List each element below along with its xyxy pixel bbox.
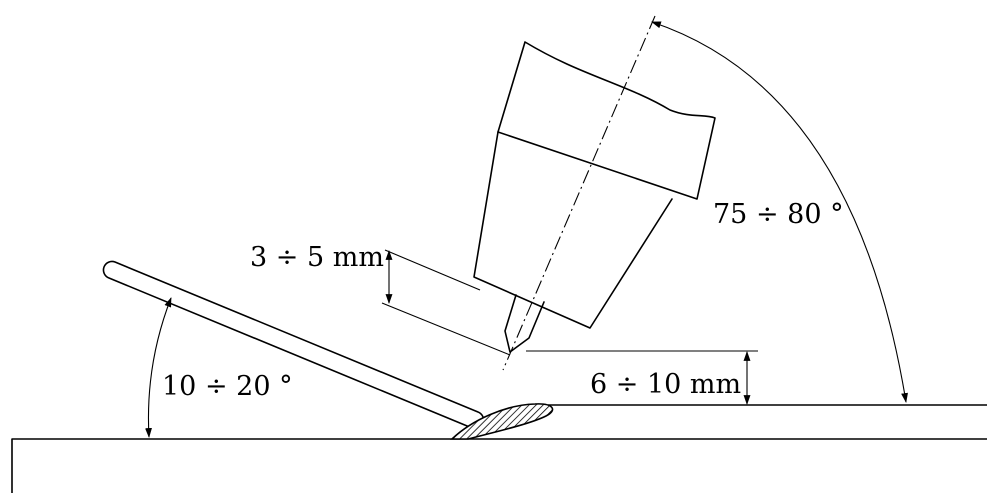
nozzle-stickout-label: 3 ÷ 5 mm bbox=[250, 242, 384, 273]
torch-angle-arc bbox=[651, 21, 908, 403]
tungsten-electrode bbox=[504, 294, 545, 353]
arc-height-label: 6 ÷ 10 mm bbox=[590, 369, 741, 400]
rod-angle-label: 10 ÷ 20 ° bbox=[162, 371, 293, 402]
rod-angle-arc bbox=[145, 297, 172, 438]
stickout-extension-bottom bbox=[381, 302, 511, 356]
filler-rod bbox=[102, 260, 485, 430]
workpiece-base-plate bbox=[11, 438, 987, 493]
stickout-extension-top bbox=[384, 249, 481, 291]
torch-nozzle bbox=[473, 131, 673, 329]
torch-angle-label: 75 ÷ 80 ° bbox=[713, 199, 844, 230]
torch-body-upper bbox=[497, 41, 716, 200]
torch-axis-line bbox=[502, 15, 656, 371]
weld-pool bbox=[449, 403, 554, 440]
